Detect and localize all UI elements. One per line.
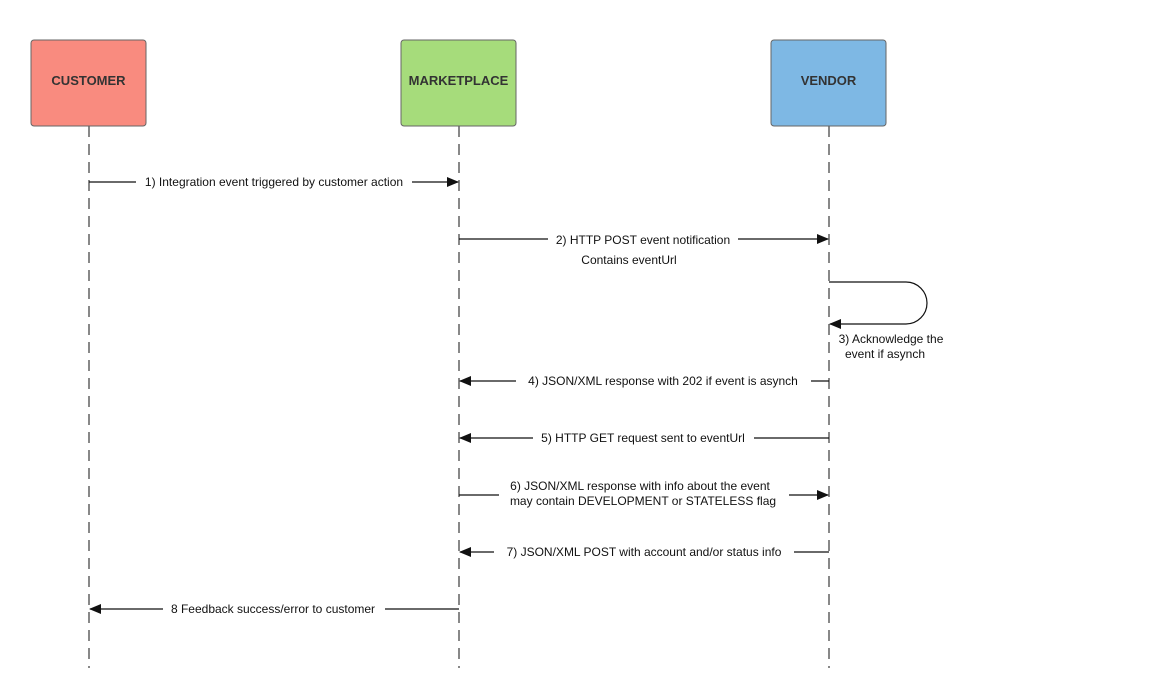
actor-customer-box <box>30 39 147 127</box>
message-3-label-line2: event if asynch <box>845 347 925 361</box>
actor-marketplace: MARKETPLACE <box>400 39 517 127</box>
message-8-label-bg <box>163 600 385 616</box>
message-5-label: 5) HTTP GET request sent to eventUrl <box>541 431 745 445</box>
actor-marketplace-box <box>400 39 517 127</box>
message-1-label: 1) Integration event triggered by custom… <box>145 175 403 189</box>
message-2-label-line2: Contains eventUrl <box>581 253 676 267</box>
actor-vendor: VENDOR <box>770 39 887 127</box>
actor-vendor-label: VENDOR <box>801 73 857 88</box>
message-7: 7) JSON/XML POST with account and/or sta… <box>459 543 829 559</box>
message-1-label-bg <box>136 173 412 189</box>
message-6-label-bg <box>499 479 789 511</box>
message-4-label-bg <box>516 372 811 388</box>
message-1: 1) Integration event triggered by custom… <box>89 173 459 189</box>
message-2: 2) HTTP POST event notification Contains… <box>459 230 829 267</box>
message-6-label-line2: may contain DEVELOPMENT or STATELESS fla… <box>510 494 776 508</box>
actor-marketplace-label: MARKETPLACE <box>409 73 509 88</box>
message-8-label: 8 Feedback success/error to customer <box>171 602 375 616</box>
message-5: 5) HTTP GET request sent to eventUrl <box>459 429 829 445</box>
message-4: 4) JSON/XML response with 202 if event i… <box>459 372 829 388</box>
message-6: 6) JSON/XML response with info about the… <box>459 479 829 511</box>
message-3: 3) Acknowledge the event if asynch <box>829 281 944 361</box>
message-6-label-line1: 6) JSON/XML response with info about the… <box>510 479 770 493</box>
message-5-label-bg <box>533 429 754 445</box>
actor-customer-label: CUSTOMER <box>51 73 126 88</box>
message-4-label: 4) JSON/XML response with 202 if event i… <box>528 374 798 388</box>
message-3-loop-arrow <box>829 281 928 329</box>
message-2-label-line1: 2) HTTP POST event notification <box>556 233 730 247</box>
message-7-label-bg <box>494 543 794 559</box>
actor-customer: CUSTOMER <box>30 39 147 127</box>
message-2-label-bg <box>548 230 738 246</box>
message-3-label-line1: 3) Acknowledge the <box>839 332 944 346</box>
message-7-label: 7) JSON/XML POST with account and/or sta… <box>507 545 782 559</box>
message-8: 8 Feedback success/error to customer <box>89 600 459 616</box>
actor-vendor-box <box>770 39 887 127</box>
